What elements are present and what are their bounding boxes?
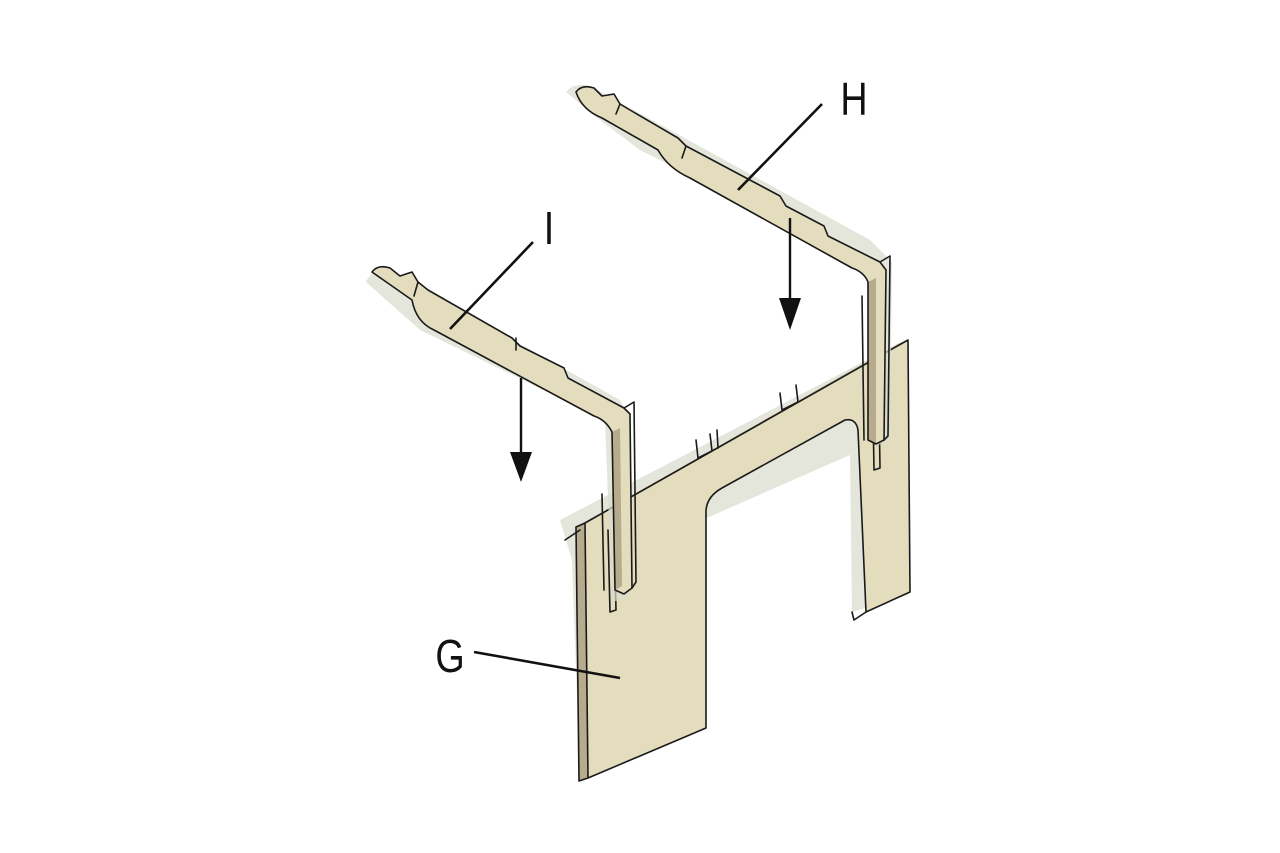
arrow-i-down [510,378,532,482]
arrow-h-down [779,218,801,330]
leader-line-h [737,103,823,191]
part-g [560,339,911,782]
label-part-i: I [544,202,554,253]
part-g-face [585,340,910,778]
part-h [566,84,892,446]
part-i [366,265,637,602]
leader-line-i [449,241,534,330]
label-part-h: H [840,73,867,124]
leader-line-g [473,650,621,680]
label-part-g: G [435,630,464,681]
